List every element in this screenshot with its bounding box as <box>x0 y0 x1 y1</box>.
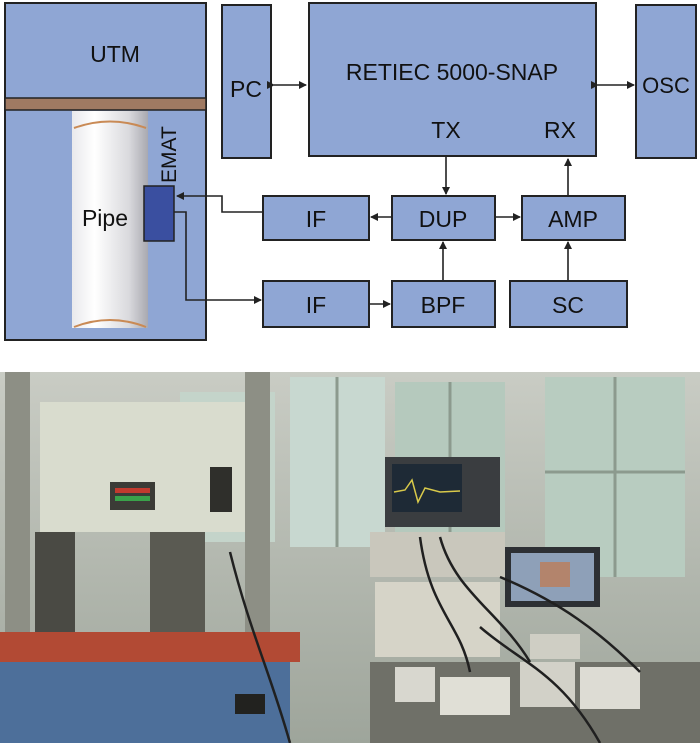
if-emat-arrow <box>176 192 263 213</box>
pc-label: PC <box>230 76 262 102</box>
if-top-box <box>262 195 370 241</box>
sc-label: SC <box>552 292 584 318</box>
utm-column-left <box>5 372 30 642</box>
module-box <box>530 634 580 659</box>
utm-buttons <box>210 467 232 512</box>
emat-label: EMAT <box>158 126 181 183</box>
utm-base-red <box>0 632 300 662</box>
amp-box <box>521 195 626 241</box>
sc-box <box>509 280 628 328</box>
module-box <box>580 667 640 709</box>
emat-if-arrow <box>174 211 262 304</box>
utm-label: UTM <box>90 41 140 67</box>
if-top-label: IF <box>306 206 326 232</box>
retiec-label: RETIEC 5000-SNAP <box>346 59 558 85</box>
amp-label: AMP <box>548 206 598 232</box>
utm-crossbar <box>4 97 207 111</box>
module-box <box>395 667 435 702</box>
instrument-panel <box>375 582 500 657</box>
signal-arrows <box>174 81 635 308</box>
rx-label: RX <box>544 117 576 143</box>
retiec-instrument <box>370 532 505 577</box>
pipe-top-rim <box>73 120 147 129</box>
retiec-box <box>308 2 597 157</box>
utm-column-right <box>245 372 270 642</box>
osc-box <box>635 4 697 159</box>
pipe-label: Pipe <box>82 205 128 231</box>
utm-screw <box>35 532 75 642</box>
cables <box>228 536 641 743</box>
experimental-setup-block-diagram: UTM Pipe EMAT PC RETIEC 5000-SNAP TX RX … <box>4 2 697 341</box>
osc-label: OSC <box>642 73 690 98</box>
lab-setup-photo <box>0 372 700 743</box>
pc-box <box>221 4 272 159</box>
bpf-label: BPF <box>421 292 466 318</box>
pipe-bottom-rim <box>73 319 147 328</box>
emat-probe <box>143 185 175 242</box>
dup-label: DUP <box>419 206 468 232</box>
if-bottom-label: IF <box>306 292 326 318</box>
utm-machine-head <box>40 402 270 532</box>
pipe: Pipe <box>72 111 148 328</box>
module-box <box>440 677 510 715</box>
dup-box <box>391 195 496 241</box>
module-box <box>520 662 575 707</box>
tx-label: TX <box>431 117 460 143</box>
